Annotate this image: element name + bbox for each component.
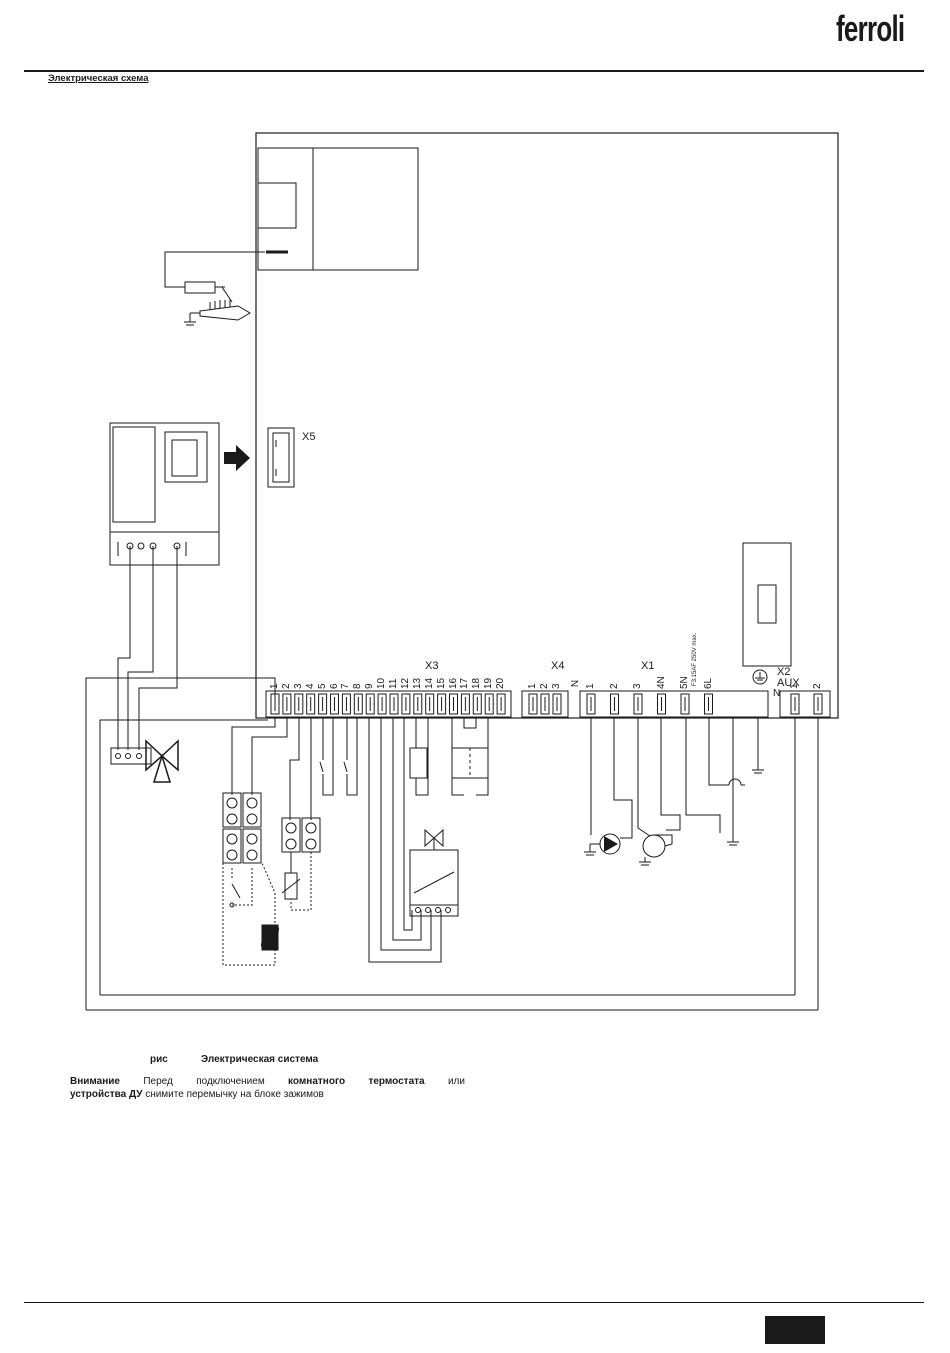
fan-icon: [639, 835, 672, 865]
note-word-4: комнатного: [288, 1075, 345, 1088]
pin-label: 3: [632, 683, 643, 689]
gas-valve: [410, 830, 458, 916]
pin-label: 1: [269, 683, 280, 689]
pin-label: 3: [293, 683, 304, 689]
pin-label: 1: [527, 683, 538, 689]
fuse-holder: [743, 543, 791, 666]
fuse-label: F3.15AF 250V max.: [692, 614, 699, 686]
pin-label: 1: [789, 683, 800, 689]
note-line2-bold: устройства ДУ: [70, 1089, 142, 1100]
pump-icon: [584, 834, 620, 855]
ntc-sensor: [282, 852, 311, 910]
pin-label: 11: [388, 679, 399, 689]
display-module: [258, 148, 418, 270]
x3-terminal-block: [266, 691, 511, 717]
x5-label: X5: [302, 431, 315, 443]
pin-label: 13: [412, 678, 423, 689]
warning-note: Внимание Перед подключением комнатного т…: [70, 1075, 465, 1101]
pin-label: 3: [551, 683, 562, 689]
x1-terminal-block: [580, 691, 768, 717]
arrow-icon: [224, 445, 250, 471]
pin-label: 2: [281, 683, 292, 689]
x2-terminal-block: [780, 691, 830, 717]
pin-label: 1: [585, 683, 596, 689]
pin-label: 15: [436, 678, 447, 689]
pin-label: 8: [352, 683, 363, 689]
x2-neutral-label: N: [773, 688, 780, 699]
x4-neutral-label: N: [570, 680, 581, 687]
x4-terminal-block: [522, 691, 568, 717]
pin-label: 19: [483, 678, 494, 689]
pin-label: 18: [471, 678, 482, 689]
pin-label: 2: [539, 683, 550, 689]
note-word-2: Перед: [143, 1075, 173, 1088]
ignition-electrode: [165, 252, 265, 325]
earth-symbol: [753, 670, 767, 684]
note-word-5: термостата: [368, 1075, 424, 1088]
figure-title: Электрическая система: [201, 1054, 318, 1065]
diverter-valve: [111, 741, 178, 782]
figure-label: рис: [150, 1054, 168, 1065]
note-word-6: или: [448, 1075, 465, 1088]
pin-label: 6: [329, 683, 340, 689]
pin-label: 2: [812, 683, 823, 689]
note-word-3: подключением: [196, 1075, 265, 1088]
pin-label: 17: [459, 678, 470, 689]
pin-label: 9: [364, 683, 375, 689]
cable-clamps: [223, 793, 320, 863]
pin-label: 16: [448, 678, 459, 689]
pin-label: 4: [305, 683, 316, 689]
pin-label: 4N: [656, 676, 667, 689]
pin-label: 5N: [679, 676, 690, 689]
pin-label: 12: [400, 678, 411, 689]
footer-rule: [24, 1302, 924, 1303]
x4-label: X4: [551, 660, 564, 672]
pin-label: 10: [376, 678, 387, 689]
pin-label: 5: [317, 683, 328, 689]
remote-control-icon: [258, 923, 281, 950]
pin-label: 6L: [703, 678, 714, 689]
flow-sensor-module: [110, 423, 219, 565]
pin-label: 7: [340, 683, 351, 689]
page-number-box: [765, 1316, 825, 1344]
pin-label: 20: [495, 678, 506, 689]
control-board: [256, 133, 838, 718]
note-word-1: Внимание: [70, 1075, 120, 1088]
x3-label: X3: [425, 660, 438, 672]
pin-label: 14: [424, 678, 435, 689]
note-line2-rest: снимите перемычку на блоке зажимов: [142, 1089, 323, 1100]
x1-label: X1: [641, 660, 654, 672]
pin-label: 2: [609, 683, 620, 689]
x5-connector: [268, 428, 294, 487]
